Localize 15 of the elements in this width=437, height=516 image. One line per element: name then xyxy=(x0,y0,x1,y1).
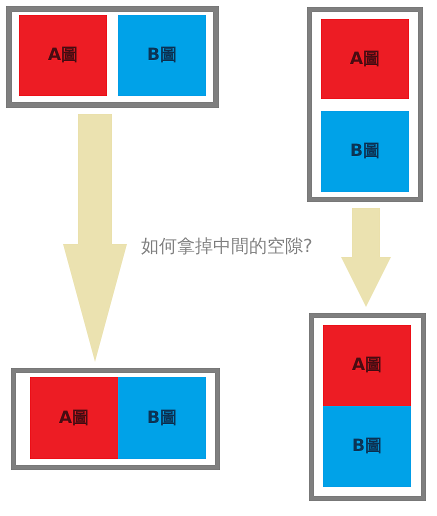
picture-box: B圖 xyxy=(321,111,409,192)
frame xyxy=(309,313,426,501)
frame xyxy=(6,6,219,108)
picture-box: A圖 xyxy=(19,15,107,96)
frame xyxy=(307,7,423,202)
picture-box: B圖 xyxy=(323,406,411,487)
picture-box: B圖 xyxy=(118,15,206,96)
block-arrow xyxy=(341,208,391,307)
block-arrow xyxy=(63,114,127,362)
picture-box: A圖 xyxy=(30,377,118,459)
picture-box: B圖 xyxy=(118,377,206,459)
question-text: 如何拿掉中間的空隙? xyxy=(141,236,313,258)
frame xyxy=(11,368,220,470)
picture-box: A圖 xyxy=(321,19,409,99)
picture-box: A圖 xyxy=(323,325,411,406)
